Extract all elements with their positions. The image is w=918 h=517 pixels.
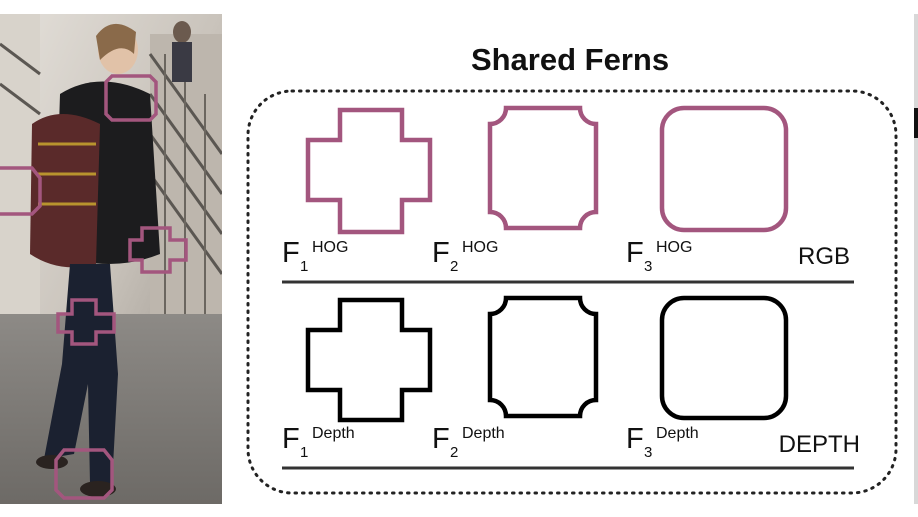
overlay-box-4: [56, 298, 116, 346]
svg-text:2: 2: [450, 258, 458, 275]
rgb-fern-2-notched-shape: [487, 105, 599, 231]
rgb-modality-label: RGB: [798, 243, 850, 270]
svg-text:F: F: [626, 423, 644, 455]
overlay-box-5: [54, 448, 114, 500]
depth-fern-1-label: F 1 Depth: [282, 423, 355, 461]
svg-text:1: 1: [300, 444, 308, 461]
svg-text:2: 2: [450, 444, 458, 461]
svg-text:1: 1: [300, 258, 308, 275]
svg-text:F: F: [432, 423, 450, 455]
svg-text:Depth: Depth: [656, 425, 699, 442]
svg-text:F: F: [626, 237, 644, 269]
pedestrian-photo: [0, 14, 222, 504]
cropped-edge-strip: [914, 14, 918, 504]
rgb-fern-1-label: F 1 HOG: [282, 237, 348, 275]
svg-text:F: F: [282, 423, 300, 455]
svg-text:F: F: [432, 237, 450, 269]
svg-text:HOG: HOG: [462, 239, 498, 256]
depth-modality-label: DEPTH: [779, 431, 860, 458]
overlay-box-1: [104, 74, 158, 122]
overlay-box-3: [128, 226, 188, 274]
diagram-title: Shared Ferns: [471, 42, 669, 77]
depth-fern-2-label: F 2 Depth: [432, 423, 505, 461]
depth-fern-3-rounded-shape: [659, 295, 789, 421]
rgb-fern-2-label: F 2 HOG: [432, 237, 498, 275]
svg-text:Depth: Depth: [462, 425, 505, 442]
dotted-container: [246, 89, 898, 495]
shared-ferns-diagram: Shared Ferns F 1 HOG F 2 HOG F 3 HOG RGB…: [246, 42, 898, 495]
depth-fern-3-label: F 3 Depth: [626, 423, 699, 461]
svg-text:3: 3: [644, 258, 652, 275]
rgb-fern-3-label: F 3 HOG: [626, 237, 692, 275]
rgb-fern-3-rounded-shape: [659, 105, 789, 233]
svg-text:Depth: Depth: [312, 425, 355, 442]
depth-fern-2-notched-shape: [487, 295, 599, 419]
overlay-box-2: [0, 166, 42, 216]
svg-text:HOG: HOG: [312, 239, 348, 256]
depth-fern-1-cross-shape: [305, 297, 433, 423]
svg-text:HOG: HOG: [656, 239, 692, 256]
rgb-fern-1-cross-shape: [305, 107, 433, 235]
svg-text:F: F: [282, 237, 300, 269]
svg-text:3: 3: [644, 444, 652, 461]
